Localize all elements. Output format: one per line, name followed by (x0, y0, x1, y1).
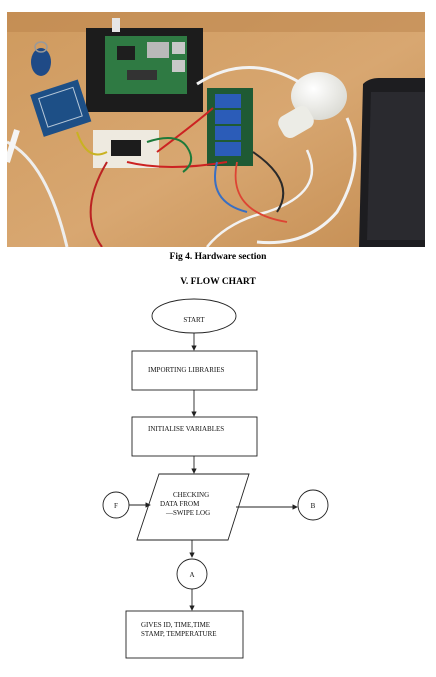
checking-label-line2: DATA FROM (160, 500, 200, 508)
checking-swipe-log-parallelogram (136, 473, 250, 541)
initialise-variables-box (131, 416, 258, 457)
connector-b (297, 489, 329, 521)
checking-label-line1: CHECKING (173, 491, 209, 499)
output-label-line2: STAMP, TEMPERATURE (141, 630, 217, 638)
connector-b-label: B (311, 502, 316, 510)
hardware-photo (7, 12, 425, 247)
section-heading: V. FLOW CHART (180, 277, 256, 287)
start-label: START (183, 316, 205, 324)
importing-libraries-label: IMPORTING LIBRARIES (148, 366, 224, 374)
initialise-variables-label: INITIALISE VARIABLES (148, 425, 224, 433)
flow-chart: START IMPORTING LIBRARIES INITIALISE VAR… (102, 298, 329, 659)
figure-caption: Fig 4. Hardware section (169, 252, 267, 262)
output-label-line1: GIVES ID, TIME,TIME (141, 621, 210, 629)
importing-libraries-box (131, 350, 258, 391)
gives-id-time-temperature-box (125, 610, 244, 659)
connector-a-label: A (189, 571, 194, 579)
checking-label-line3: —SWIPE LOG (165, 509, 210, 517)
connector-f-label: F (114, 502, 118, 510)
